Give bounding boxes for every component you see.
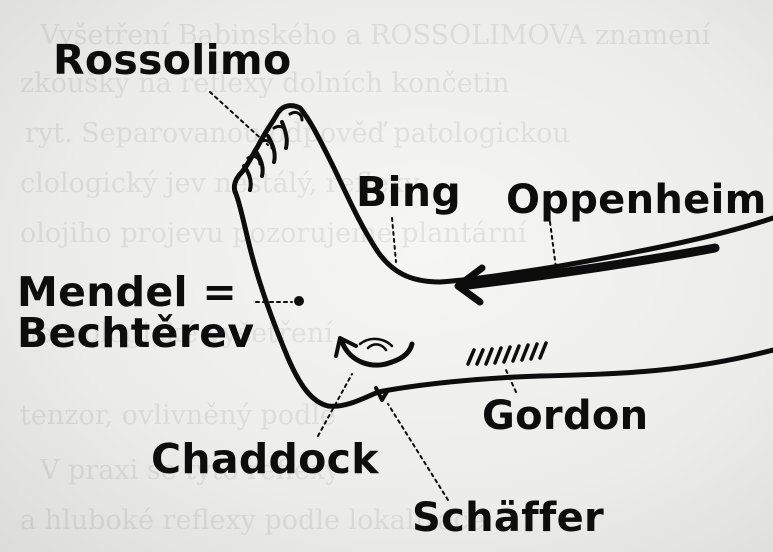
bing-leader: [392, 218, 396, 262]
oppenheim-leader: [550, 222, 556, 268]
gordon-leader: [506, 370, 516, 392]
label-chaddock: Chaddock: [151, 439, 379, 480]
rossolimo-leader: [210, 92, 268, 145]
mendel-point: [294, 296, 304, 306]
toenail: [290, 112, 302, 120]
label-schaffer: Schäffer: [412, 498, 604, 538]
label-rossolimo: Rossolimo: [53, 40, 291, 81]
gordon-hatch: [468, 343, 546, 364]
chaddock-shading: [368, 344, 386, 350]
oppenheim-stroke: [460, 248, 715, 286]
label-bing: Bing: [356, 172, 461, 213]
label-bechterev: Bechtěrev: [17, 313, 254, 354]
toe-line: [244, 166, 251, 190]
label-oppenheim: Oppenheim: [506, 180, 767, 220]
schaffer-leader: [388, 404, 448, 500]
label-gordon: Gordon: [482, 396, 648, 436]
label-mendel: Mendel =: [17, 272, 237, 313]
